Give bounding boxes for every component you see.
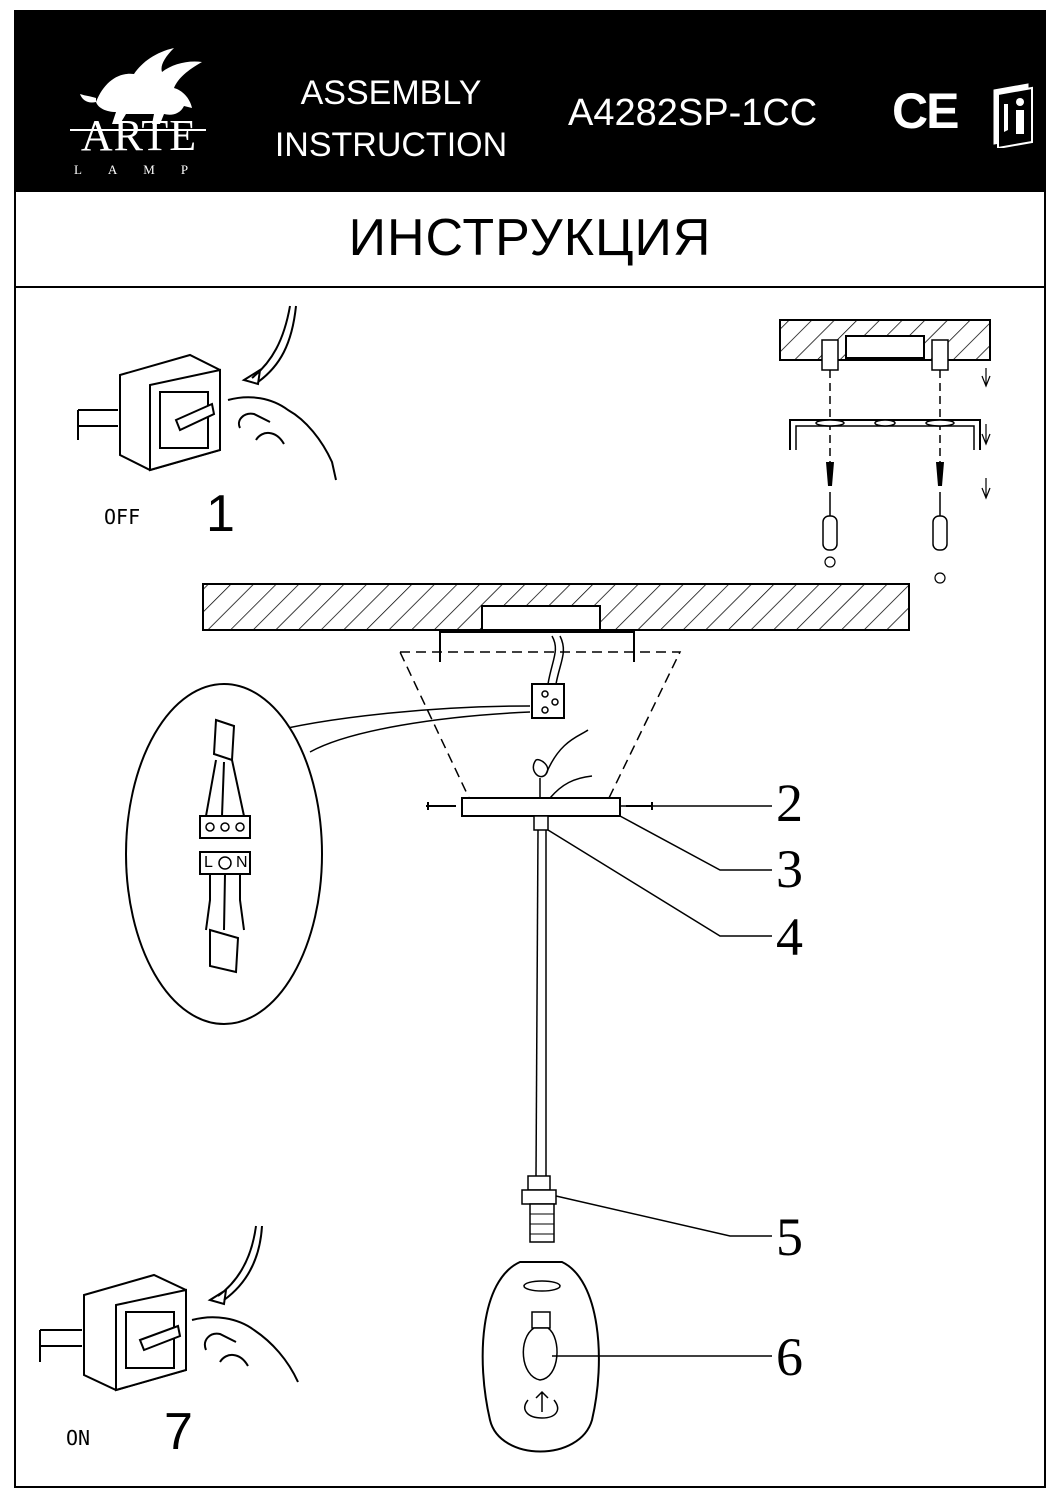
terminal-label-n: N (236, 854, 248, 871)
read-instructions-icon (993, 83, 1033, 148)
wiring-zoom-detail (125, 683, 323, 1025)
canopy-outline (398, 651, 682, 801)
model-number: A4282SP-1CC (568, 92, 818, 134)
hand-press-icon (227, 396, 337, 481)
callout-5: 5 (776, 1207, 803, 1267)
wall-switch-on-icon (39, 1273, 187, 1392)
page-title: ИНСТРУКЦИЯ (348, 209, 712, 267)
brand-name: ARTE (80, 111, 198, 160)
wall-switch-off-icon (77, 353, 221, 472)
callout-4: 4 (776, 907, 803, 967)
switch-on-label: ON (66, 1426, 91, 1450)
document-type: ASSEMBLY INSTRUCTION (246, 67, 536, 171)
zoom-leader (261, 705, 531, 753)
ceiling-slab (202, 583, 910, 631)
step-number-1: 1 (206, 485, 235, 543)
callout-2: 2 (776, 773, 803, 833)
switch-off-label: OFF (104, 505, 141, 529)
light-bulb (522, 1311, 559, 1419)
curved-arrow-icon (241, 305, 297, 386)
document-type-line1: ASSEMBLY (300, 74, 482, 112)
callout-3: 3 (776, 839, 803, 899)
title-band: ИНСТРУКЦИЯ (16, 192, 1044, 288)
canopy-plate (426, 729, 653, 831)
callout-leaders (547, 805, 772, 1357)
page-frame (14, 10, 1046, 1488)
terminal-label-l: L (204, 854, 213, 871)
callout-6: 6 (776, 1327, 803, 1387)
curved-arrow-icon (207, 1225, 263, 1306)
document-type-line2: INSTRUCTION (274, 126, 508, 164)
hand-press-icon (191, 1316, 299, 1383)
header-bar: ARTE LAMP ASSEMBLY INSTRUCTION A4282SP-1… (16, 12, 1044, 192)
step-number-7: 7 (164, 1403, 193, 1461)
ce-mark: CE (892, 83, 959, 139)
griffin-logo-icon (70, 48, 206, 131)
lampholder (521, 1175, 557, 1243)
brand-subtitle: LAMP (73, 162, 215, 177)
mounting-detail (779, 319, 991, 584)
mounting-bracket (439, 631, 635, 662)
terminal-block (531, 635, 565, 719)
suspension-cable (535, 829, 547, 1177)
